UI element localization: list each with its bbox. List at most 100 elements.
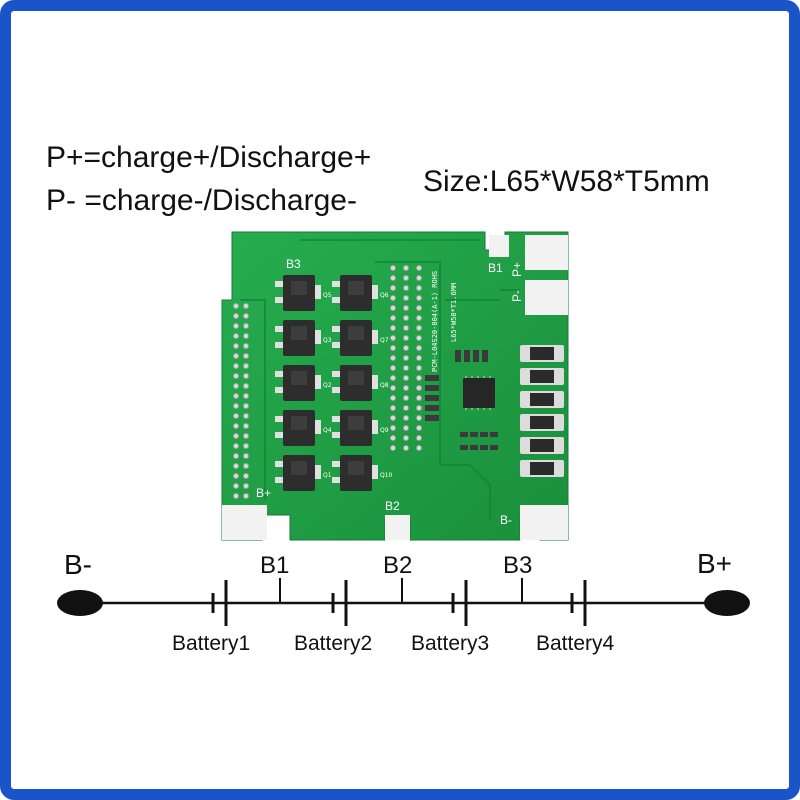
mosfet-label: Q6 [380, 292, 389, 299]
via-hole [242, 432, 249, 439]
via-hole [415, 264, 422, 271]
via-hole [232, 382, 239, 389]
balance-resistor [520, 414, 564, 431]
balance-resistor [520, 391, 564, 408]
mosfet-label: Q8 [380, 382, 389, 389]
mosfet-label: Q7 [380, 337, 389, 344]
via-hole [415, 394, 422, 401]
via-hole [415, 334, 422, 341]
via-hole [232, 432, 239, 439]
via-hole [242, 382, 249, 389]
via-hole [242, 362, 249, 369]
via-hole [389, 404, 396, 411]
via-hole [402, 364, 409, 371]
mosfet: Q8 [332, 365, 389, 401]
silk-p-plus: P+ [510, 262, 524, 277]
via-hole [415, 414, 422, 421]
silk-p-minus: P- [510, 290, 524, 302]
via-hole [389, 344, 396, 351]
battery2-label: Battery2 [294, 632, 372, 655]
via-hole [389, 284, 396, 291]
via-hole [402, 304, 409, 311]
via-hole [415, 384, 422, 391]
b-plus-terminal [704, 590, 750, 616]
via-hole [389, 374, 396, 381]
via-hole [389, 364, 396, 371]
mosfet: Q4 [275, 410, 332, 446]
via-hole [232, 482, 239, 489]
mosfet: Q1 [275, 455, 332, 491]
via-hole [415, 304, 422, 311]
via-hole [232, 352, 239, 359]
via-hole [402, 344, 409, 351]
via-hole [232, 402, 239, 409]
via-hole [242, 442, 249, 449]
via-hole [242, 332, 249, 339]
via-hole [402, 414, 409, 421]
via-hole [242, 372, 249, 379]
via-hole [402, 314, 409, 321]
via-hole [232, 342, 239, 349]
via-hole [242, 492, 249, 499]
via-hole [415, 444, 422, 451]
silk-dims: L65*W58*T1.6MM [450, 283, 458, 342]
via-hole [402, 294, 409, 301]
via-hole [232, 442, 239, 449]
silk-b-minus: B- [500, 513, 512, 527]
b1-tab [489, 235, 509, 257]
b-minus-pad [520, 505, 568, 540]
control-ic [463, 378, 495, 408]
b-plus-pad [222, 505, 267, 540]
via-hole [402, 404, 409, 411]
via-hole [402, 424, 409, 431]
via-hole [415, 374, 422, 381]
via-hole [242, 352, 249, 359]
via-hole [242, 412, 249, 419]
via-hole [402, 284, 409, 291]
battery3-label: Battery3 [411, 632, 489, 655]
via-hole [389, 304, 396, 311]
via-hole [389, 274, 396, 281]
via-hole [389, 294, 396, 301]
via-hole [232, 392, 239, 399]
via-hole [415, 404, 422, 411]
via-hole [402, 384, 409, 391]
terminal-b-minus-label: B- [64, 549, 92, 580]
mosfet: Q2 [275, 365, 332, 401]
tap-b2-label: B2 [383, 552, 412, 579]
silk-part-number: PCM-L04S20-804(A-1) ROHS [431, 271, 439, 372]
via-hole [389, 334, 396, 341]
via-hole [389, 354, 396, 361]
via-hole [242, 392, 249, 399]
battery4-label: Battery4 [536, 632, 615, 655]
via-hole [415, 294, 422, 301]
via-hole [389, 384, 396, 391]
mosfet-label: Q1 [323, 472, 332, 479]
via-hole [402, 374, 409, 381]
tap-b3-label: B3 [503, 552, 532, 579]
via-hole [415, 424, 422, 431]
mosfet-label: Q5 [323, 292, 332, 299]
via-hole [402, 324, 409, 331]
balance-resistor [520, 345, 564, 362]
via-hole [242, 302, 249, 309]
mosfet: Q6 [332, 275, 389, 311]
via-hole [389, 264, 396, 271]
via-hole [242, 342, 249, 349]
via-hole [242, 462, 249, 469]
b2-pad [385, 515, 410, 540]
mosfet-label: Q9 [380, 427, 389, 434]
via-hole [389, 394, 396, 401]
via-hole [415, 344, 422, 351]
mosfet: Q10 [332, 455, 393, 491]
mosfet-label: Q10 [380, 472, 393, 479]
via-hole [415, 284, 422, 291]
p-plus-pad [525, 235, 568, 270]
battery1-label: Battery1 [172, 632, 250, 655]
via-hole [242, 312, 249, 319]
via-hole [389, 414, 396, 421]
mosfet: Q3 [275, 320, 332, 356]
via-hole [415, 314, 422, 321]
via-hole [415, 324, 422, 331]
